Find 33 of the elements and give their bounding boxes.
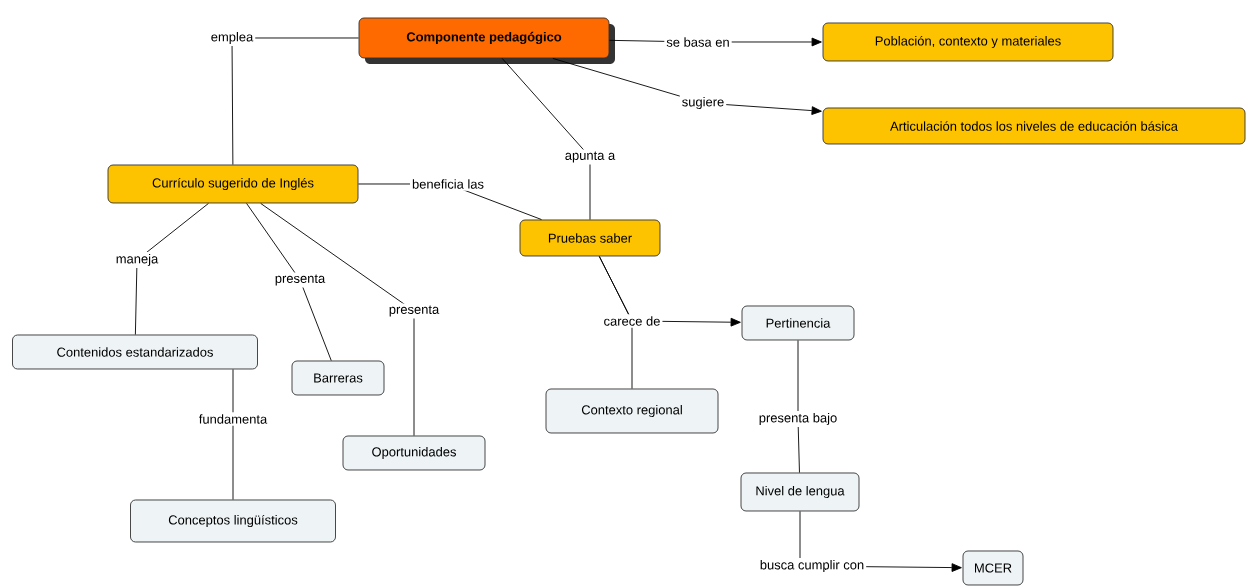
concept-box: Oportunidades: [342, 435, 486, 471]
concept-box: Articulación todos los niveles de educación básica: [822, 107, 1246, 145]
linking-phrase: fundamenta: [196, 412, 270, 426]
connector-line: [260, 203, 415, 436]
linking-phrase: beneficia las: [410, 177, 486, 191]
concept-box: Contexto regional: [545, 388, 719, 434]
concept-box: Contenidos estandarizados: [12, 334, 258, 370]
concept-box: Pertinencia: [741, 305, 855, 341]
concept-box: Población, contexto y materiales: [822, 22, 1114, 62]
connector-line: [501, 58, 591, 220]
connector-line: [231, 37, 359, 165]
linking-phrase: apunta a: [562, 149, 618, 165]
connector-line: [598, 256, 633, 389]
linking-phrase: sugiere: [679, 94, 727, 112]
linking-phrase: presenta: [386, 303, 442, 319]
linking-phrase: maneja: [113, 251, 161, 269]
connector-line: [246, 203, 332, 361]
connector-line: [232, 369, 234, 500]
concept-box: Currículo sugerido de Inglés: [107, 164, 359, 204]
concept-box: Nivel de lengua: [740, 472, 860, 512]
connector-line: [797, 340, 800, 473]
concept-box: Barreras: [291, 360, 385, 396]
concept-box: Pruebas saber: [519, 219, 661, 257]
linking-phrase: se basa en: [664, 35, 732, 49]
concept-box: MCER: [962, 550, 1024, 586]
linking-phrase: busca cumplir con: [757, 557, 867, 575]
linking-phrase: carece de: [601, 314, 663, 328]
linking-phrase: presenta bajo: [756, 410, 840, 428]
concept-box: Conceptos lingüísticos: [130, 499, 336, 543]
connector-line: [134, 203, 209, 335]
linking-phrase: emplea: [208, 29, 256, 47]
concept-box: Componente pedagógico: [358, 17, 615, 64]
linking-phrase: presenta: [272, 272, 328, 288]
